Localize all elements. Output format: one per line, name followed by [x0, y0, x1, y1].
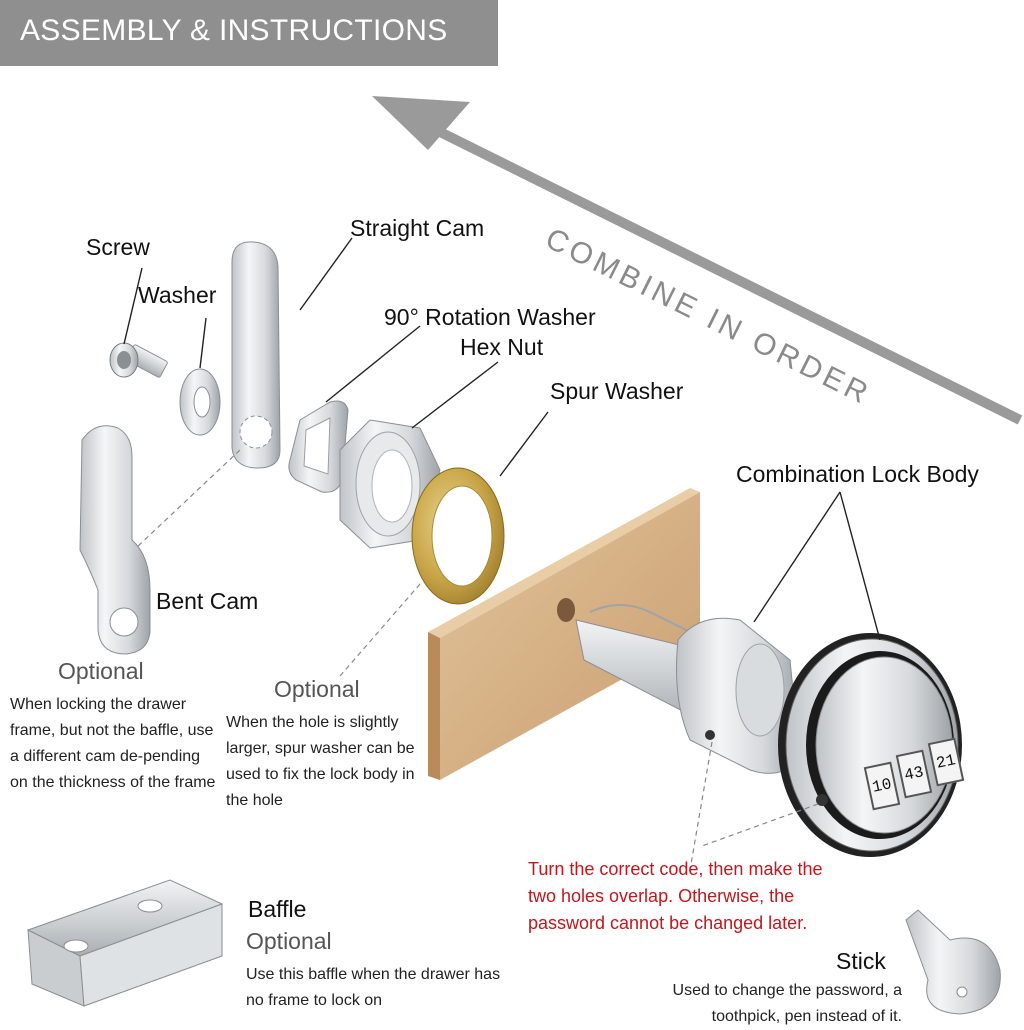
label-bent-cam: Bent Cam	[156, 588, 259, 614]
bent-cam-part	[79, 425, 151, 655]
leader-lines	[123, 237, 881, 641]
label-stick: Stick	[836, 948, 886, 974]
lock-hole	[816, 794, 828, 806]
label-screw: Screw	[86, 234, 150, 260]
spur-optional-heading: Optional	[274, 676, 360, 702]
label-lock-body: Combination Lock Body	[736, 461, 979, 487]
cylinder-hole	[705, 730, 715, 740]
wood-hole	[557, 598, 575, 622]
code-warning: Turn the correct code, then make the two…	[528, 859, 823, 933]
dashed-guides	[135, 449, 819, 871]
arrow-shaft	[417, 117, 1023, 425]
lock-body-part	[575, 604, 962, 857]
arrow-head	[372, 96, 470, 150]
washer-part	[179, 368, 221, 436]
baffle-description: Use this baffle when the drawer has no f…	[246, 966, 501, 1009]
section-header: ASSEMBLY & INSTRUCTIONS	[0, 0, 498, 66]
label-straight-cam: Straight Cam	[350, 215, 485, 241]
baffle-optional-heading: Optional	[246, 928, 332, 954]
spur-description: When the hole is slightly larger, spur w…	[226, 714, 415, 809]
stick-description: Used to change the password, a toothpick…	[672, 982, 902, 1025]
straight-cam-part	[231, 241, 281, 469]
baffle-part	[26, 879, 224, 1007]
combine-arrow	[372, 96, 1023, 425]
screw-part	[109, 342, 168, 378]
cam-optional-heading: Optional	[58, 658, 144, 684]
wood-panel	[428, 488, 700, 780]
cam-description: When locking the drawer frame, but not t…	[10, 696, 216, 791]
header-title: ASSEMBLY & INSTRUCTIONS	[20, 14, 448, 47]
label-hex-nut: Hex Nut	[460, 334, 544, 360]
stick-part	[905, 909, 1001, 1015]
label-washer: Washer	[138, 282, 217, 308]
label-spur-washer: Spur Washer	[550, 378, 684, 404]
label-rotation-washer: 90° Rotation Washer	[384, 304, 596, 330]
spur-washer-part	[411, 467, 505, 605]
label-baffle: Baffle	[248, 896, 307, 922]
rotation-washer-part	[288, 400, 349, 493]
